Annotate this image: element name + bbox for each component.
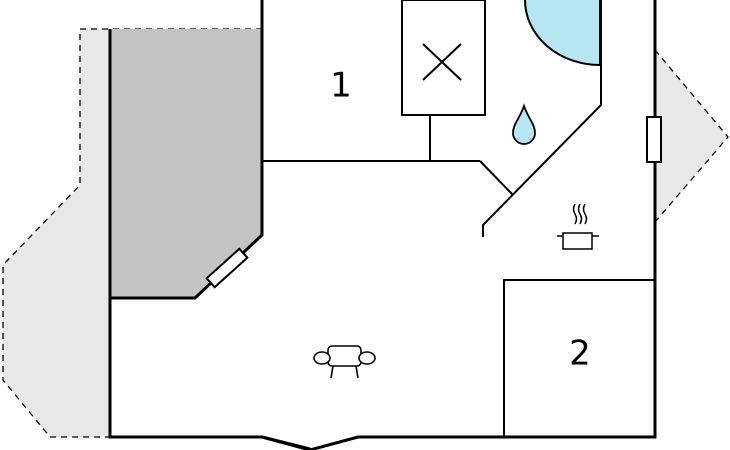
cooking-pot-icon	[557, 203, 599, 250]
bathtub-icon	[524, 0, 601, 67]
shower-box	[401, 0, 486, 116]
covered-area	[110, 29, 262, 298]
bottom-bay	[261, 435, 311, 450]
room-label-1: 1	[330, 66, 352, 106]
interior-wall-3	[479, 160, 514, 196]
interior-wall-4	[482, 0, 602, 237]
water-drop-icon	[512, 103, 536, 145]
room-2-wall	[503, 279, 655, 437]
window-icon	[646, 116, 662, 163]
terrace-right	[654, 48, 729, 224]
x-box-icon	[422, 43, 462, 81]
room-label-2: 2	[569, 334, 591, 374]
sofa-icon	[313, 345, 376, 379]
exterior-wall-bottom	[309, 0, 657, 450]
window-icon	[205, 247, 249, 289]
